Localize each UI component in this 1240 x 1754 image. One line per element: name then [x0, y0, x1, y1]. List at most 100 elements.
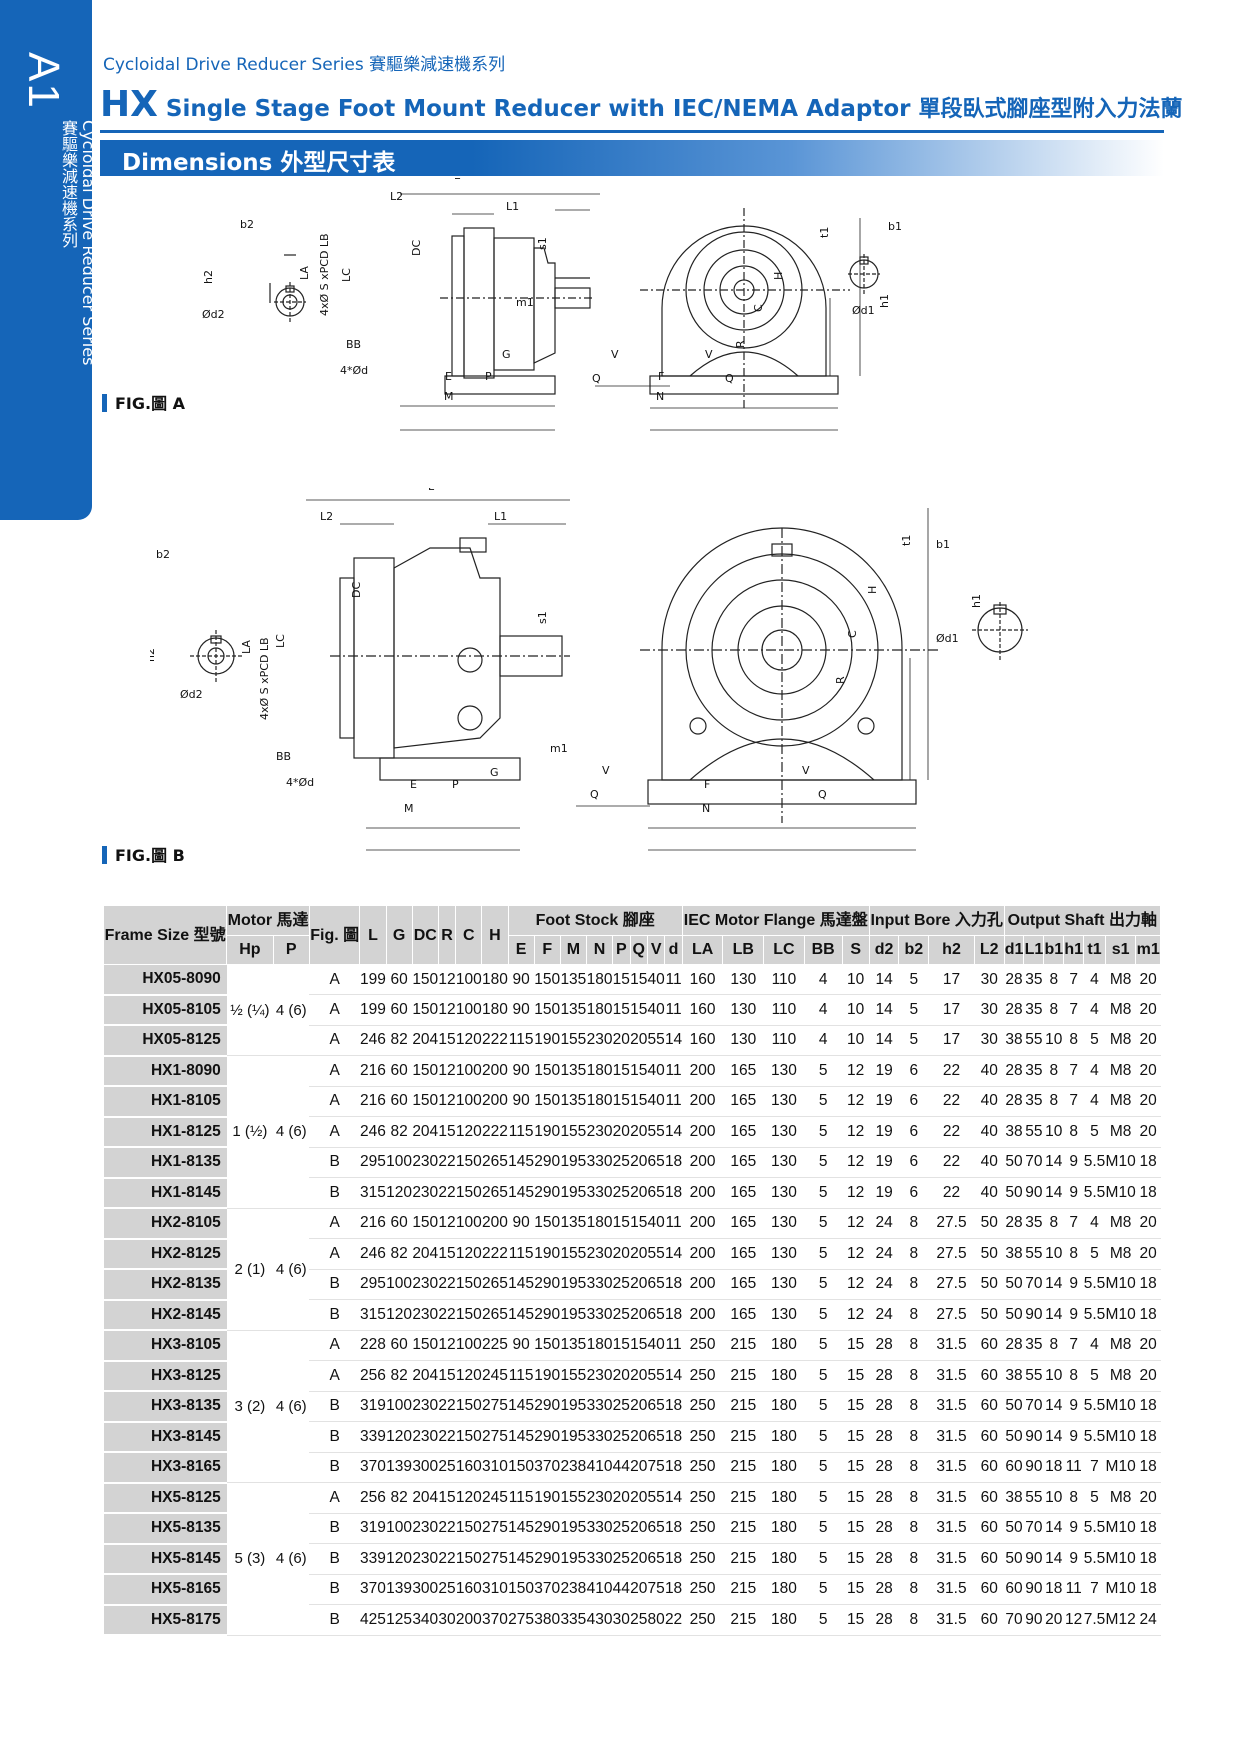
dimension-cell: 120 — [386, 1543, 413, 1575]
svg-text:R: R — [734, 340, 747, 348]
dimension-cell: 5.5 — [1083, 1421, 1106, 1453]
frame-size-cell: HX05-8125 — [103, 1025, 227, 1057]
svg-text:V: V — [705, 348, 713, 361]
dimension-cell: 20 — [1135, 1482, 1161, 1514]
dimension-cell: 6 — [898, 1086, 929, 1117]
dimension-cell: 28 — [1004, 1208, 1024, 1239]
dimension-cell: 4 — [1083, 964, 1106, 995]
frame-size-cell: HX1-8135 — [103, 1147, 227, 1179]
svg-text:4xØ S xPCD LB: 4xØ S xPCD LB — [318, 233, 331, 316]
dimension-cell: 150 — [455, 1269, 482, 1300]
fig-cell: A — [309, 1360, 360, 1392]
fig-b-label: FIG.圖 B — [102, 842, 185, 866]
dimension-cell: 160 — [455, 1574, 482, 1605]
dimension-cell: 8 — [898, 1574, 929, 1605]
dimension-cell: 55 — [647, 1238, 665, 1270]
side-tab-text: Cycloidal Drive Reducer Series 賽驅樂減速機系列 — [58, 120, 98, 365]
dimension-cell: 215 — [722, 1482, 764, 1514]
dimension-cell: 18 — [1043, 1574, 1064, 1605]
dimension-cell: 28 — [869, 1604, 899, 1636]
col-foot-stock: Foot Stock 腳座 — [507, 905, 683, 936]
dimension-cell: 35 — [1023, 1086, 1044, 1117]
dimension-cell: 18 — [1135, 1513, 1161, 1544]
dimension-cell: 200 — [682, 1208, 723, 1239]
dimension-cell: 18 — [1135, 1269, 1161, 1300]
dimension-cell: M10 — [1105, 1391, 1136, 1422]
svg-text:P: P — [452, 778, 459, 791]
dimension-cell: 55 — [1023, 1482, 1044, 1514]
dimension-cell: 8 — [898, 1482, 929, 1514]
svg-text:R: R — [834, 676, 847, 684]
dimension-cell: 5 — [804, 1543, 843, 1575]
dimension-cell: 8 — [898, 1421, 929, 1453]
dimension-cell: 5 — [804, 1452, 843, 1483]
dimension-cell: 6 — [898, 1116, 929, 1148]
dimension-cell: 90 — [508, 1330, 535, 1361]
dimension-cell: 165 — [722, 1299, 764, 1331]
dimension-cell: 22 — [438, 1269, 456, 1300]
dimension-cell: 82 — [386, 1238, 413, 1270]
sub-shaft-0: d1 — [1003, 934, 1025, 965]
dimension-cell: 12 — [438, 964, 456, 995]
dimension-cell: 195 — [560, 1391, 587, 1422]
dimension-cell: 9 — [1063, 1543, 1084, 1575]
dimension-cell: 5 — [804, 1421, 843, 1453]
frame-size-cell: HX3-8165 — [103, 1452, 227, 1484]
dimension-cell: 130 — [722, 994, 764, 1026]
dimension-cell: 90 — [508, 1208, 535, 1239]
dimension-cell: 180 — [763, 1574, 805, 1605]
motor-pole-cell: 4 (6) — [273, 1330, 310, 1483]
dimension-cell: 22 — [928, 1055, 975, 1087]
dimension-cell: 14 — [869, 1025, 899, 1056]
dimension-cell: 30 — [974, 1025, 1005, 1056]
col-DC: DC — [411, 905, 439, 965]
dimension-cell: 20 — [612, 1482, 631, 1514]
dimension-cell: 120 — [386, 1421, 413, 1453]
col-R: R — [437, 905, 457, 965]
dimension-cell: 10 — [842, 964, 870, 995]
dimension-cell: 25 — [612, 1543, 631, 1575]
svg-text:V: V — [602, 764, 610, 777]
motor-hp-cell: 3 (2) — [226, 1330, 274, 1483]
dimension-cell: 6 — [898, 1147, 929, 1178]
dimension-cell: 250 — [682, 1391, 723, 1422]
dimension-cell: 18 — [664, 1574, 683, 1605]
dimension-cell: 120 — [386, 1299, 413, 1331]
dimension-cell: 25 — [612, 1299, 631, 1331]
side-tab-code: A1 — [19, 52, 68, 110]
svg-text:N: N — [656, 390, 664, 403]
frame-size-cell: HX5-8165 — [103, 1574, 227, 1606]
dimension-cell: 200 — [682, 1177, 723, 1209]
dimension-cell: 25 — [438, 1452, 456, 1483]
dimension-cell: 165 — [722, 1055, 764, 1087]
dimension-cell: 60 — [386, 1208, 413, 1239]
dimension-cell: 8 — [898, 1543, 929, 1575]
dimension-cell: 82 — [386, 1116, 413, 1148]
sub-flange-0: LA — [681, 934, 724, 965]
sub-shaft-4: t1 — [1083, 934, 1106, 965]
dimension-cell: 25 — [630, 1604, 648, 1636]
dimension-cell: 38 — [1004, 1360, 1024, 1392]
dimension-cell: 28 — [869, 1513, 899, 1544]
dimension-cell: 100 — [386, 1147, 413, 1178]
dimension-cell: 15 — [842, 1482, 870, 1514]
dimension-cell: 12 — [438, 994, 456, 1026]
dimension-cell: 204 — [412, 1482, 439, 1514]
dimension-cell: 12 — [842, 1055, 870, 1087]
sub-motor-1: P — [272, 934, 310, 965]
dimension-cell: 150 — [508, 1574, 535, 1605]
dimension-cell: 150 — [455, 1147, 482, 1178]
dimension-cell: 8 — [898, 1299, 929, 1331]
dimension-cell: 256 — [359, 1482, 387, 1514]
dimension-cell: 22 — [438, 1299, 456, 1331]
dimension-cell: 290 — [534, 1269, 561, 1300]
dimension-cell: 8 — [898, 1238, 929, 1270]
dimension-cell: 15 — [438, 1482, 456, 1514]
dimension-cell: 7 — [1063, 1086, 1084, 1117]
dimension-cell: 14 — [1043, 1147, 1064, 1178]
dimension-cell: 245 — [481, 1482, 509, 1514]
dimension-cell: 15 — [630, 994, 648, 1026]
dimension-cell: 44 — [612, 1574, 631, 1605]
